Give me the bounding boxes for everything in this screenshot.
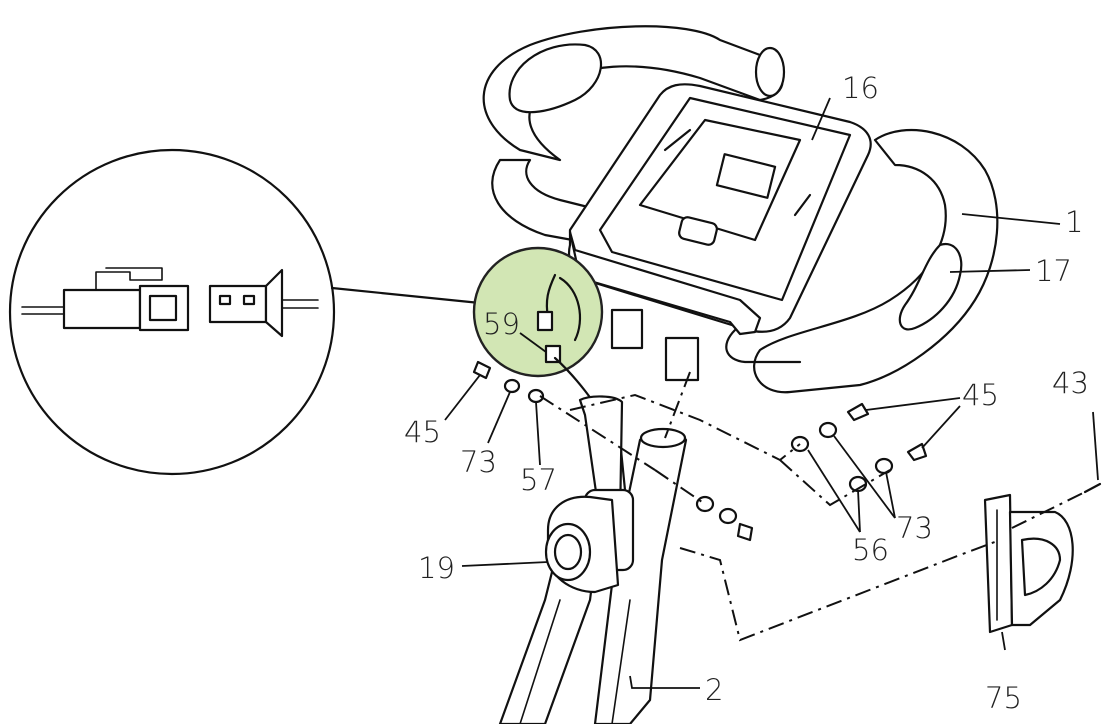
- callout-75: 75: [985, 681, 1022, 715]
- callout-59: 59: [483, 307, 520, 341]
- bottle-holder: [983, 493, 1074, 634]
- callout-56: 56: [852, 533, 889, 567]
- connector-socket: [208, 268, 319, 338]
- callout-2: 2: [705, 673, 723, 707]
- alignment-lines: [539, 371, 1086, 642]
- wire-highlight: [472, 246, 604, 378]
- console: [568, 83, 872, 382]
- callout-19: 19: [418, 551, 455, 585]
- callout-57: 57: [520, 463, 557, 497]
- callout-45-left: 45: [404, 415, 441, 449]
- connector-detail-zoom: [8, 148, 482, 476]
- adjustment-knob: [544, 488, 635, 594]
- leader-lines: [444, 97, 1099, 689]
- callout-16: 16: [842, 71, 879, 105]
- connector-plug: [21, 267, 190, 332]
- callout-73-left: 73: [460, 445, 497, 479]
- callout-1: 1: [1065, 205, 1083, 239]
- handlebar: [482, 25, 999, 394]
- callout-73-right: 73: [896, 511, 933, 545]
- callout-43: 43: [1052, 366, 1089, 400]
- callout-45-right: 45: [962, 378, 999, 412]
- callout-17: 17: [1035, 254, 1072, 288]
- callout-labels: 16 1 17 59 45 73 57 45 43 73 56 19 2 75: [404, 71, 1089, 715]
